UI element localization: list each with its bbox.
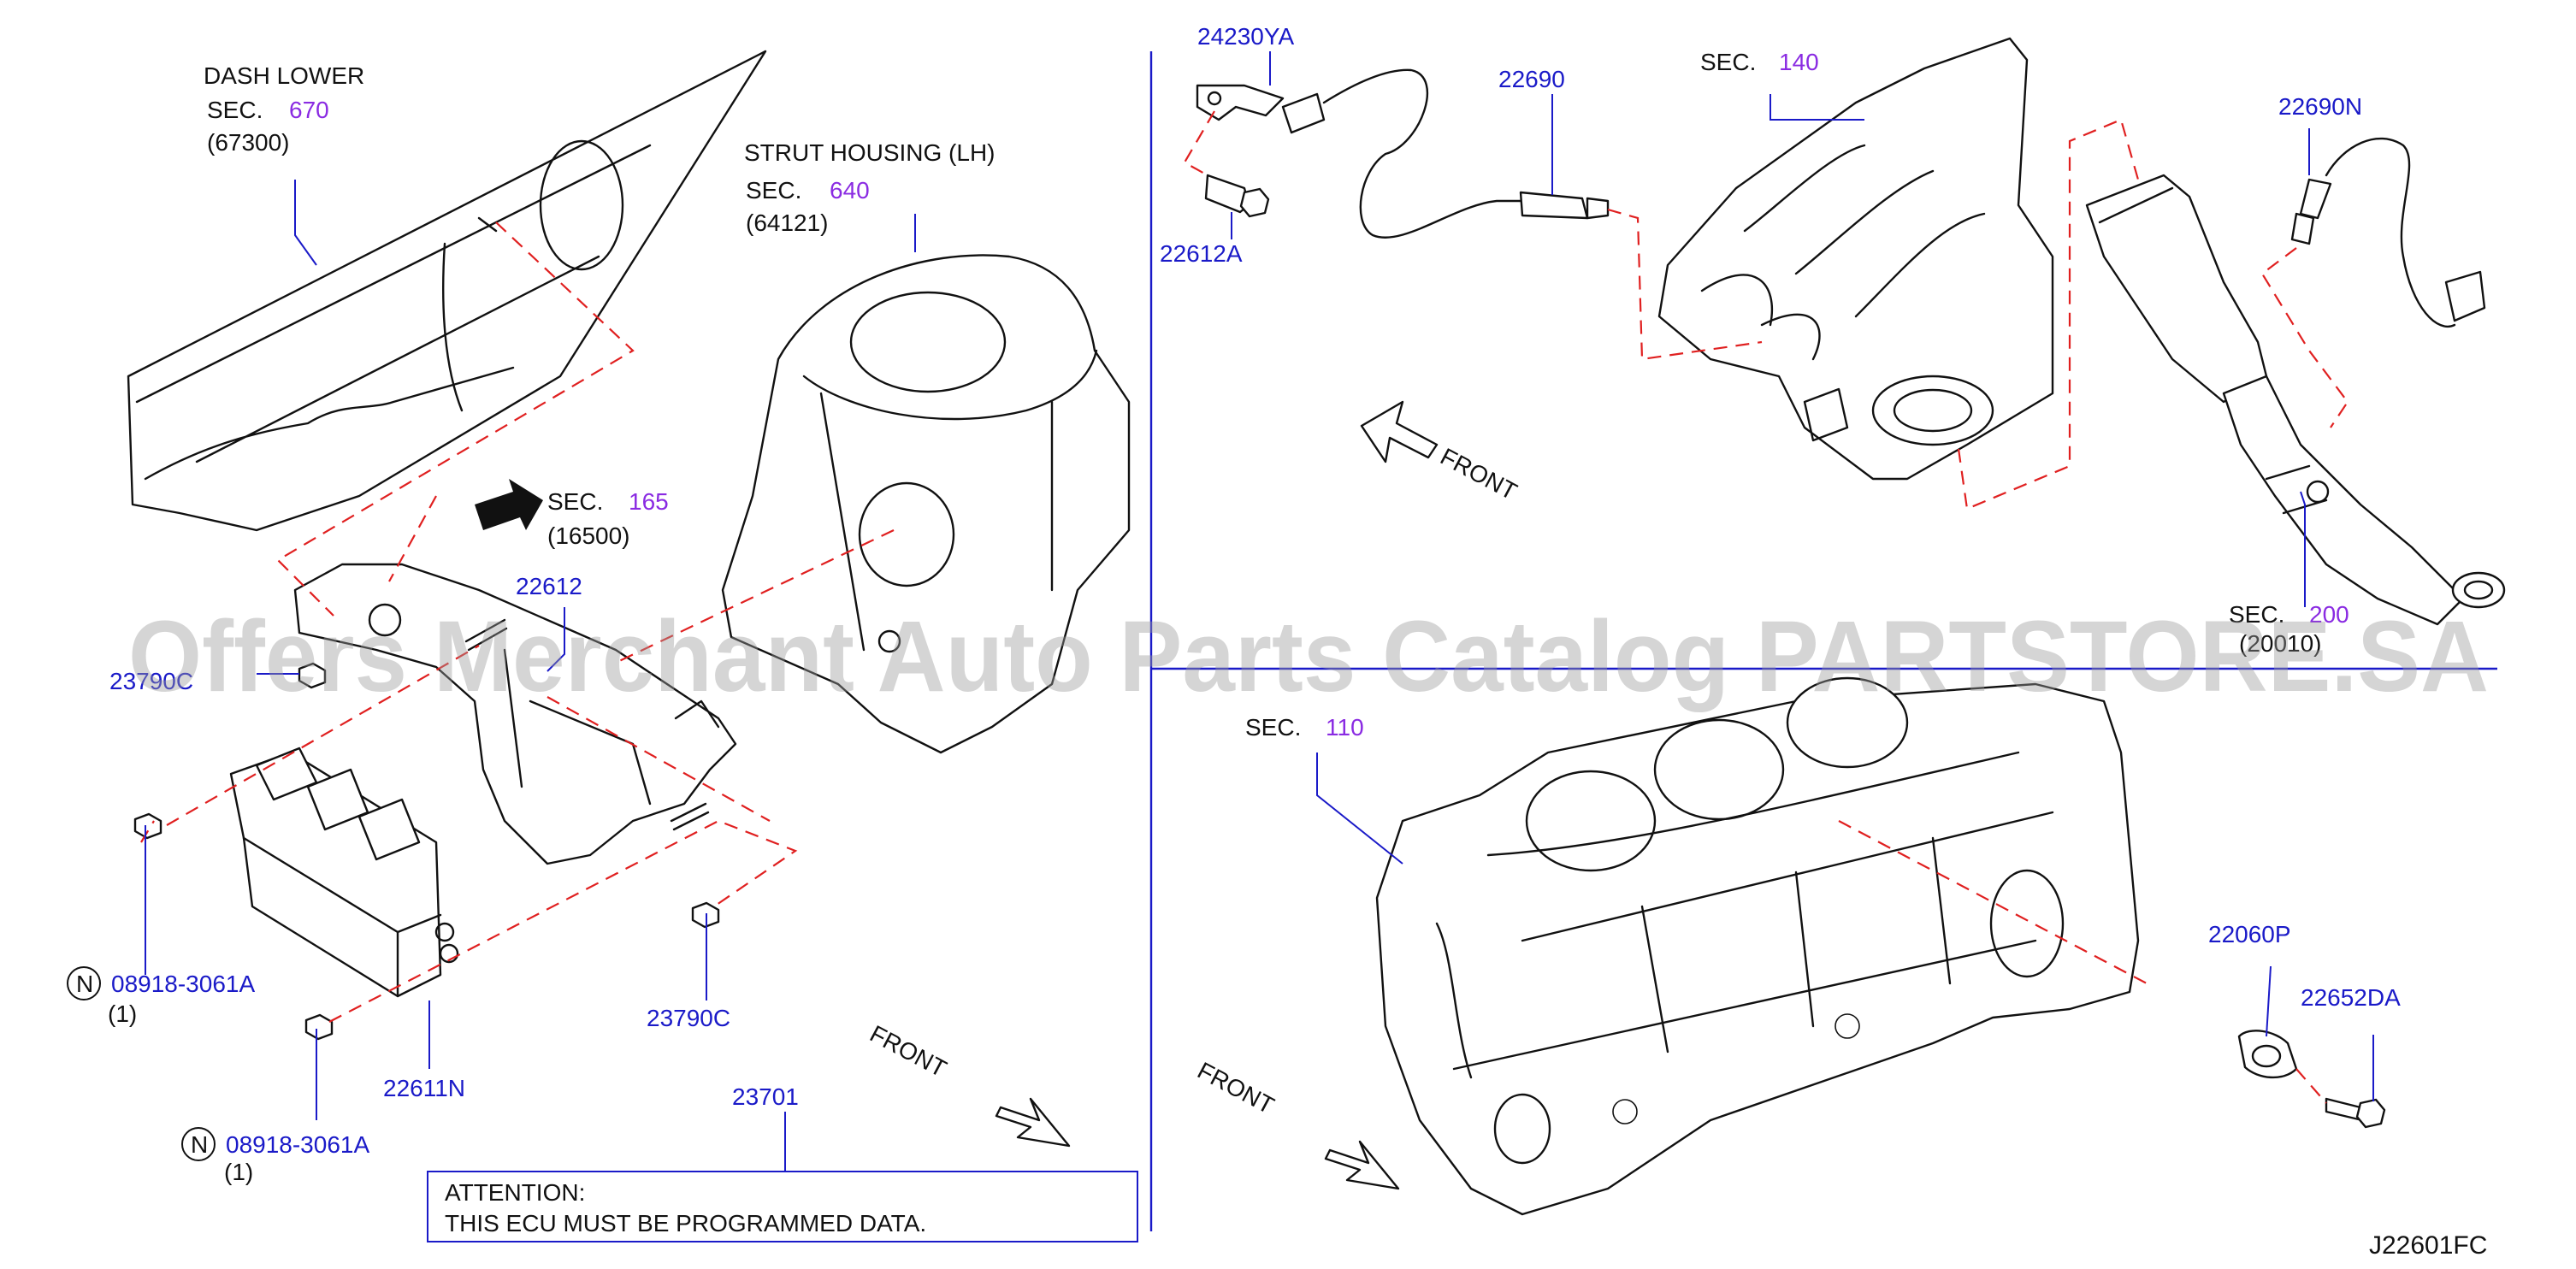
n-mark-a: N <box>76 971 93 997</box>
ecu-bracket-part <box>293 563 737 865</box>
sec-110-number[interactable]: 110 <box>1326 714 1364 741</box>
part-23790c-label-a[interactable]: 23790C <box>109 668 193 694</box>
fastener-nut-d <box>298 662 327 689</box>
sec-140-prefix: SEC. <box>1700 49 1756 75</box>
part-22690n-label[interactable]: 22690N <box>2278 93 2362 120</box>
exhaust-manifold-part <box>1657 37 2054 481</box>
hidden-link-knock-bolt <box>2295 1068 2327 1104</box>
hidden-link-bracket <box>1183 110 1215 176</box>
leader-lines <box>145 51 2374 1172</box>
hidden-link-knock-sensor <box>1838 820 2148 984</box>
strut-housing-sec-number[interactable]: 640 <box>830 177 870 204</box>
sec-110-prefix: SEC. <box>1245 714 1301 741</box>
n-mark-circle-a <box>67 966 101 1000</box>
dash-lower-code: (67300) <box>207 129 290 156</box>
dash-lower-sec-number[interactable]: 670 <box>289 97 329 123</box>
attention-box <box>427 1171 1138 1242</box>
fastener-nut-b <box>304 1013 334 1041</box>
front-arrow-1 <box>995 1097 1071 1148</box>
qty-label-a: (1) <box>108 1000 137 1027</box>
hidden-links-left <box>140 221 895 1023</box>
strut-housing-sec-prefix: SEC. <box>746 177 801 204</box>
strut-housing-code: (64121) <box>746 210 829 236</box>
part-08918-label-b[interactable]: 08918-3061A <box>226 1131 369 1158</box>
dash-lower-panel <box>127 50 767 532</box>
sec-140-number[interactable]: 140 <box>1779 49 1819 75</box>
front-arrow-3 <box>1324 1140 1400 1190</box>
front-label-3: FRONT <box>1193 1057 1279 1119</box>
diagram-id: J22601FC <box>2369 1231 2487 1260</box>
strut-housing-label: STRUT HOUSING (LH) <box>744 139 996 166</box>
part-23701-label[interactable]: 23701 <box>732 1083 799 1110</box>
dash-lower-label: DASH LOWER <box>204 62 364 89</box>
ecu-module-part <box>229 747 459 998</box>
knock-sensor-bolt-part <box>2325 1097 2386 1129</box>
rear-o2-sensor-part <box>2290 137 2486 328</box>
front-label-1: FRONT <box>866 1020 951 1083</box>
hidden-link-o2-front <box>1607 208 1763 361</box>
sec-165-code: (16500) <box>547 522 630 549</box>
part-22690-label[interactable]: 22690 <box>1498 66 1565 92</box>
sec-200-prefix: SEC. <box>2229 601 2284 628</box>
catalytic-converter-part <box>2085 174 2506 626</box>
part-22652da-label[interactable]: 22652DA <box>2301 984 2401 1011</box>
front-label-2: FRONT <box>1436 443 1521 505</box>
front-o2-sensor-part <box>1281 68 1610 239</box>
watermark: Offers Merchant Auto Parts Catalog PARTS… <box>128 600 2489 713</box>
attention-title: ATTENTION: <box>445 1179 585 1206</box>
stud-bolt-a <box>464 618 508 652</box>
sec-165-arrow <box>475 479 543 530</box>
part-08918-label-a[interactable]: 08918-3061A <box>111 971 255 997</box>
attention-message: THIS ECU MUST BE PROGRAMMED DATA. <box>445 1210 926 1237</box>
strut-housing-part <box>721 254 1131 754</box>
sensor-bracket-part <box>1196 84 1285 121</box>
part-22060p-label[interactable]: 22060P <box>2208 921 2291 947</box>
cylinder-block-part <box>1375 676 2140 1216</box>
sec-165-prefix: SEC. <box>547 488 603 515</box>
sec-200-number[interactable]: 200 <box>2309 601 2349 628</box>
sec-200-code: (20010) <box>2239 630 2322 657</box>
sec-165-number[interactable]: 165 <box>629 488 669 515</box>
part-22611n-label[interactable]: 22611N <box>383 1075 465 1101</box>
front-arrow-2 <box>1360 400 1439 463</box>
n-mark-circle-b <box>181 1127 216 1161</box>
bracket-bolt-part <box>1204 174 1270 218</box>
part-22612-label[interactable]: 22612 <box>516 573 582 599</box>
dash-lower-sec-prefix: SEC. <box>207 97 263 123</box>
fastener-nut-a <box>133 812 162 840</box>
qty-label-b: (1) <box>224 1159 253 1185</box>
part-23790c-label-b[interactable]: 23790C <box>647 1005 730 1031</box>
stud-bolt-b <box>670 802 710 831</box>
hidden-link-manifold <box>1957 118 2140 511</box>
knock-sensor-part <box>2237 1030 2298 1079</box>
n-mark-b: N <box>191 1131 208 1158</box>
hidden-link-o2-rear <box>2260 247 2349 428</box>
part-22612a-label[interactable]: 22612A <box>1160 240 1243 267</box>
part-24230ya-label[interactable]: 24230YA <box>1197 23 1294 50</box>
